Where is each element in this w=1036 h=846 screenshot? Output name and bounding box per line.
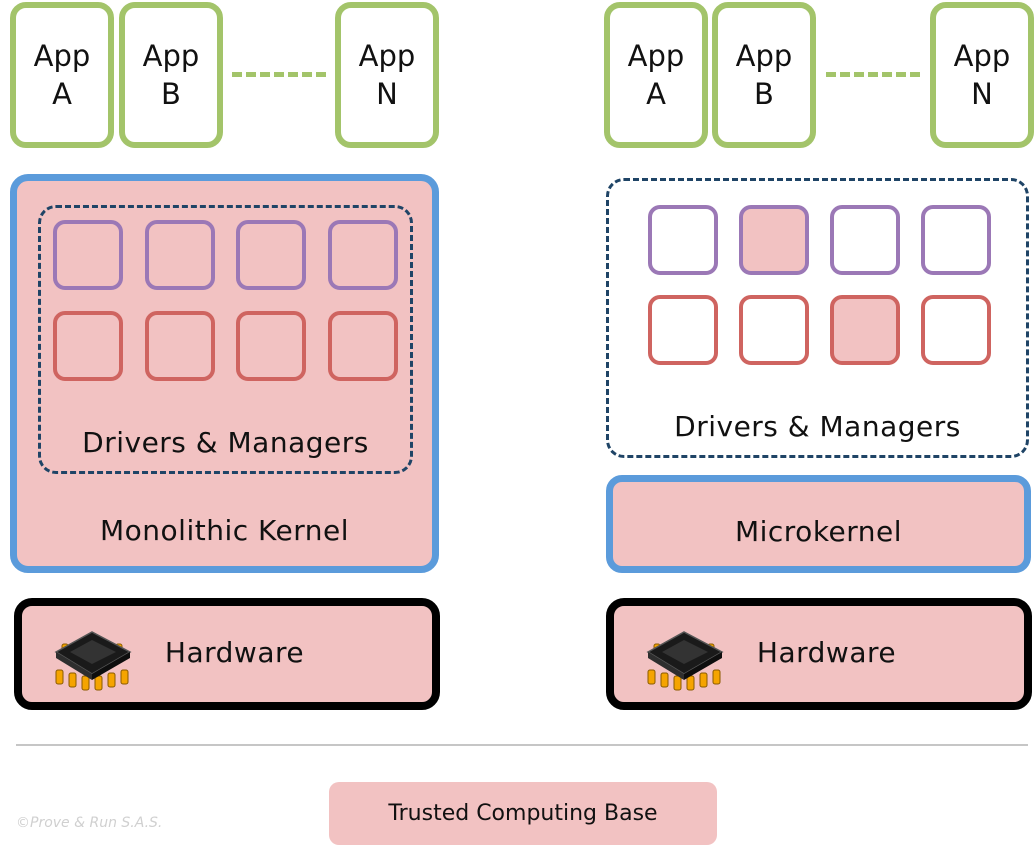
manager-cell [145, 220, 215, 290]
tcb-legend-label: Trusted Computing Base [388, 801, 658, 826]
app-label-line1: App [953, 39, 1011, 73]
hardware-label-left: Hardware [164, 636, 305, 669]
drivers-managers-label-left: Drivers & Managers [82, 426, 369, 459]
app-b-left: App B [119, 2, 223, 148]
app-label-line1: App [142, 39, 200, 73]
driver-cell [236, 311, 306, 381]
app-label-line2: A [646, 77, 666, 111]
app-label-line1: App [627, 39, 685, 73]
copyright-notice: ©Prove & Run S.A.S. [16, 815, 163, 831]
driver-cell [145, 311, 215, 381]
monolithic-kernel-label: Monolithic Kernel [100, 514, 349, 547]
app-a-left: App A [10, 2, 114, 148]
driver-cell [328, 311, 398, 381]
app-label-line1: App [33, 39, 91, 73]
manager-cell [830, 205, 900, 275]
app-n-left: App N [335, 2, 439, 148]
manager-cell [328, 220, 398, 290]
driver-cell [921, 295, 991, 365]
driver-cell [648, 295, 718, 365]
chip-icon [54, 631, 132, 691]
app-a-right: App A [604, 2, 708, 148]
apps-ellipsis-right [826, 72, 920, 77]
chip-icon [646, 631, 724, 691]
app-label-line2: N [971, 77, 993, 111]
manager-cell [648, 205, 718, 275]
app-label-line2: B [161, 77, 181, 111]
manager-cell [53, 220, 123, 290]
app-label-line2: A [52, 77, 72, 111]
app-b-right: App B [712, 2, 816, 148]
driver-cell [739, 295, 809, 365]
apps-ellipsis-left [232, 72, 326, 77]
manager-cell-trusted [739, 205, 809, 275]
driver-cell [53, 311, 123, 381]
app-n-right: App N [930, 2, 1034, 148]
drivers-managers-box-left [38, 205, 413, 474]
app-label-line1: App [735, 39, 793, 73]
microkernel-box: Microkernel [606, 475, 1031, 573]
manager-cell [236, 220, 306, 290]
hardware-box-left: Hardware [14, 598, 440, 710]
app-label-line1: App [358, 39, 416, 73]
manager-cell [921, 205, 991, 275]
drivers-managers-label-right: Drivers & Managers [674, 410, 961, 443]
drivers-managers-box-right [606, 178, 1029, 458]
app-label-line2: B [754, 77, 774, 111]
tcb-legend: Trusted Computing Base [329, 782, 717, 845]
app-label-line2: N [376, 77, 398, 111]
hardware-box-right: Hardware [606, 598, 1032, 710]
divider [16, 744, 1028, 746]
microkernel-label: Microkernel [734, 515, 903, 548]
driver-cell-trusted [830, 295, 900, 365]
hardware-label-right: Hardware [756, 636, 897, 669]
